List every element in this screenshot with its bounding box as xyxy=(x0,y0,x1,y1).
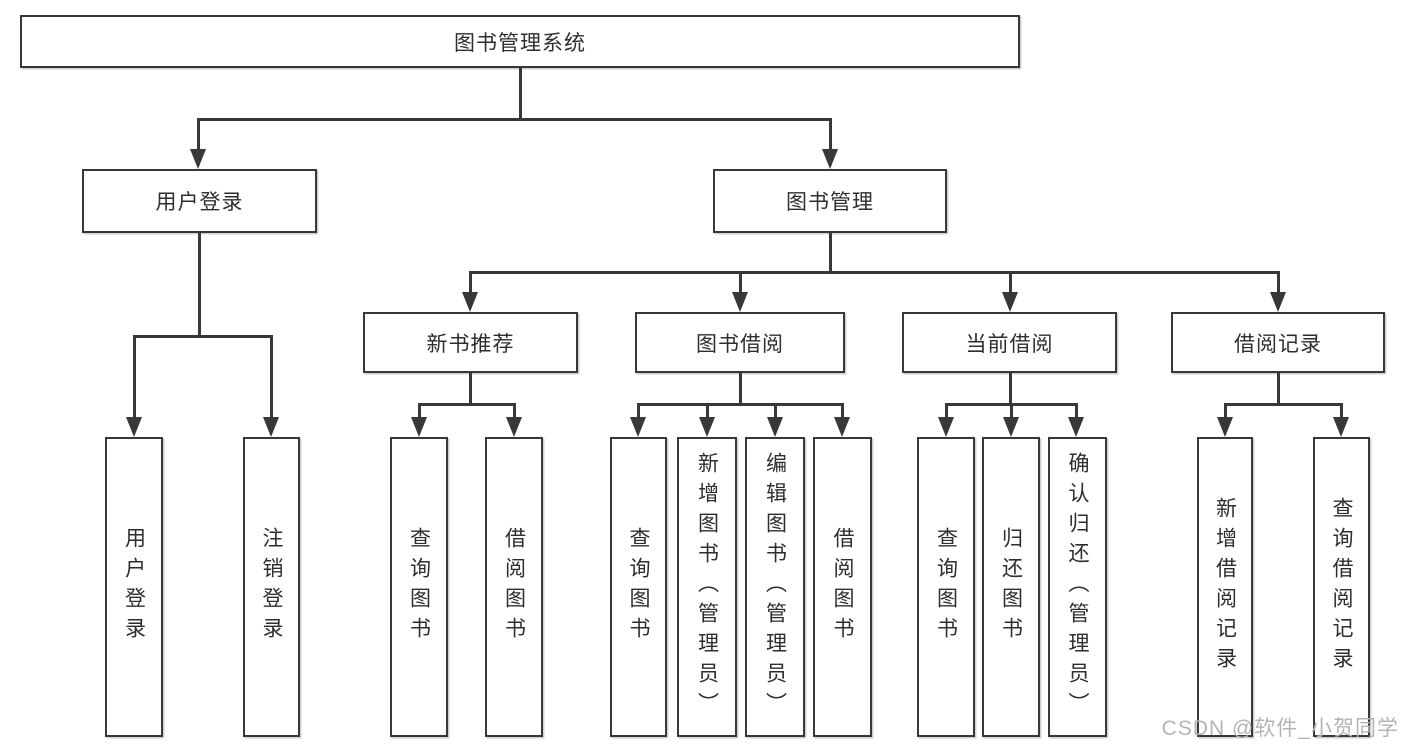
node-book-management: 图书管理 xyxy=(713,169,947,233)
arrowhead-down-icon xyxy=(767,417,783,437)
arrowhead-down-icon xyxy=(126,417,142,437)
connector-line xyxy=(637,403,640,418)
arrowhead-down-icon xyxy=(732,292,748,312)
arrowhead-down-icon xyxy=(1068,417,1084,437)
leaf-borrow-books: 借阅图书 xyxy=(813,437,872,737)
connector-line xyxy=(945,403,948,418)
leaf-query-books-borrow-label: 查询图书 xyxy=(627,527,650,647)
arrowhead-down-icon xyxy=(1003,417,1019,437)
leaf-add-borrow-record: 新增借阅记录 xyxy=(1197,437,1253,737)
leaf-add-borrow-record-label: 新增借阅记录 xyxy=(1213,497,1237,677)
connector-line xyxy=(1224,403,1227,418)
connector-line xyxy=(829,233,832,273)
leaf-user-login: 用户登录 xyxy=(105,437,163,737)
node-new-book-recommend: 新书推荐 xyxy=(363,312,578,373)
arrowhead-down-icon xyxy=(938,417,954,437)
connector-line xyxy=(197,118,200,150)
leaf-borrow-books-label: 借阅图书 xyxy=(831,527,854,647)
connector-line xyxy=(418,403,515,406)
connector-line xyxy=(1277,271,1280,293)
leaf-query-books-borrow: 查询图书 xyxy=(610,437,667,737)
leaf-edit-books-admin-label: 编辑图书（管理员） xyxy=(763,452,787,722)
leaf-add-books-admin: 新增图书（管理员） xyxy=(677,437,737,737)
connector-line xyxy=(829,118,832,150)
arrowhead-down-icon xyxy=(1217,417,1233,437)
node-user-login: 用户登录 xyxy=(82,169,317,233)
connector-line xyxy=(418,403,421,418)
leaf-query-borrow-record: 查询借阅记录 xyxy=(1313,437,1370,737)
node-book-management-label: 图书管理 xyxy=(786,191,874,214)
leaf-query-books-recommend: 查询图书 xyxy=(390,437,448,737)
connector-line xyxy=(469,373,472,405)
arrowhead-down-icon xyxy=(506,417,522,437)
leaf-borrow-books-recommend: 借阅图书 xyxy=(485,437,543,737)
connector-line xyxy=(739,271,742,293)
node-root: 图书管理系统 xyxy=(20,15,1020,68)
leaf-logout-label: 注销登录 xyxy=(260,527,283,647)
connector-line xyxy=(133,335,136,418)
arrowhead-down-icon xyxy=(822,149,838,169)
csdn-watermark: CSDN @软件_小贺同学 xyxy=(1161,717,1399,740)
connector-line xyxy=(1224,403,1342,406)
connector-line xyxy=(637,403,842,406)
leaf-query-borrow-record-label: 查询借阅记录 xyxy=(1330,497,1353,677)
leaf-confirm-return-admin-label: 确认归还（管理员） xyxy=(1066,452,1089,722)
arrowhead-down-icon xyxy=(1333,417,1349,437)
connector-line xyxy=(197,118,831,121)
connector-line xyxy=(133,335,272,338)
connector-line xyxy=(513,403,516,418)
node-borrow-records-label: 借阅记录 xyxy=(1234,332,1322,356)
node-book-borrow-label: 图书借阅 xyxy=(696,332,784,356)
connector-line xyxy=(469,271,472,293)
node-root-label: 图书管理系统 xyxy=(454,31,586,55)
connector-line xyxy=(1075,403,1078,418)
arrowhead-down-icon xyxy=(1270,292,1286,312)
leaf-query-books-current: 查询图书 xyxy=(917,437,975,737)
node-book-borrow: 图书借阅 xyxy=(635,312,845,373)
arrowhead-down-icon xyxy=(834,417,850,437)
arrowhead-down-icon xyxy=(411,417,427,437)
connector-line xyxy=(1010,403,1013,418)
leaf-confirm-return-admin: 确认归还（管理员） xyxy=(1048,437,1107,737)
node-new-book-recommend-label: 新书推荐 xyxy=(426,332,515,356)
node-borrow-records: 借阅记录 xyxy=(1171,312,1385,373)
connector-line xyxy=(270,335,273,418)
leaf-logout: 注销登录 xyxy=(243,437,300,737)
arrowhead-down-icon xyxy=(462,292,478,312)
arrowhead-down-icon xyxy=(699,417,715,437)
arrowhead-down-icon xyxy=(190,149,206,169)
leaf-borrow-books-recommend-label: 借阅图书 xyxy=(502,527,526,647)
leaf-return-books-label: 归还图书 xyxy=(999,527,1023,647)
connector-line xyxy=(1009,373,1012,405)
node-user-login-label: 用户登录 xyxy=(155,191,244,214)
node-current-borrow-label: 当前借阅 xyxy=(965,332,1054,356)
leaf-query-books-recommend-label: 查询图书 xyxy=(407,527,431,647)
connector-line xyxy=(1277,373,1280,405)
node-current-borrow: 当前借阅 xyxy=(902,312,1117,373)
connector-line xyxy=(706,403,709,418)
leaf-query-books-current-label: 查询图书 xyxy=(934,527,958,647)
leaf-return-books: 归还图书 xyxy=(982,437,1040,737)
arrowhead-down-icon xyxy=(263,417,279,437)
connector-line xyxy=(774,403,777,418)
arrowhead-down-icon xyxy=(1002,292,1018,312)
arrowhead-down-icon xyxy=(630,417,646,437)
leaf-add-books-admin-label: 新增图书（管理员） xyxy=(695,452,719,722)
leaf-user-login-label: 用户登录 xyxy=(122,527,146,647)
connector-line xyxy=(1009,271,1012,293)
connector-line xyxy=(1340,403,1343,418)
connector-line xyxy=(519,68,522,120)
connector-line xyxy=(739,373,742,405)
connector-line xyxy=(841,403,844,418)
connector-line xyxy=(469,271,1280,274)
connector-line xyxy=(198,233,201,337)
leaf-edit-books-admin: 编辑图书（管理员） xyxy=(745,437,805,737)
